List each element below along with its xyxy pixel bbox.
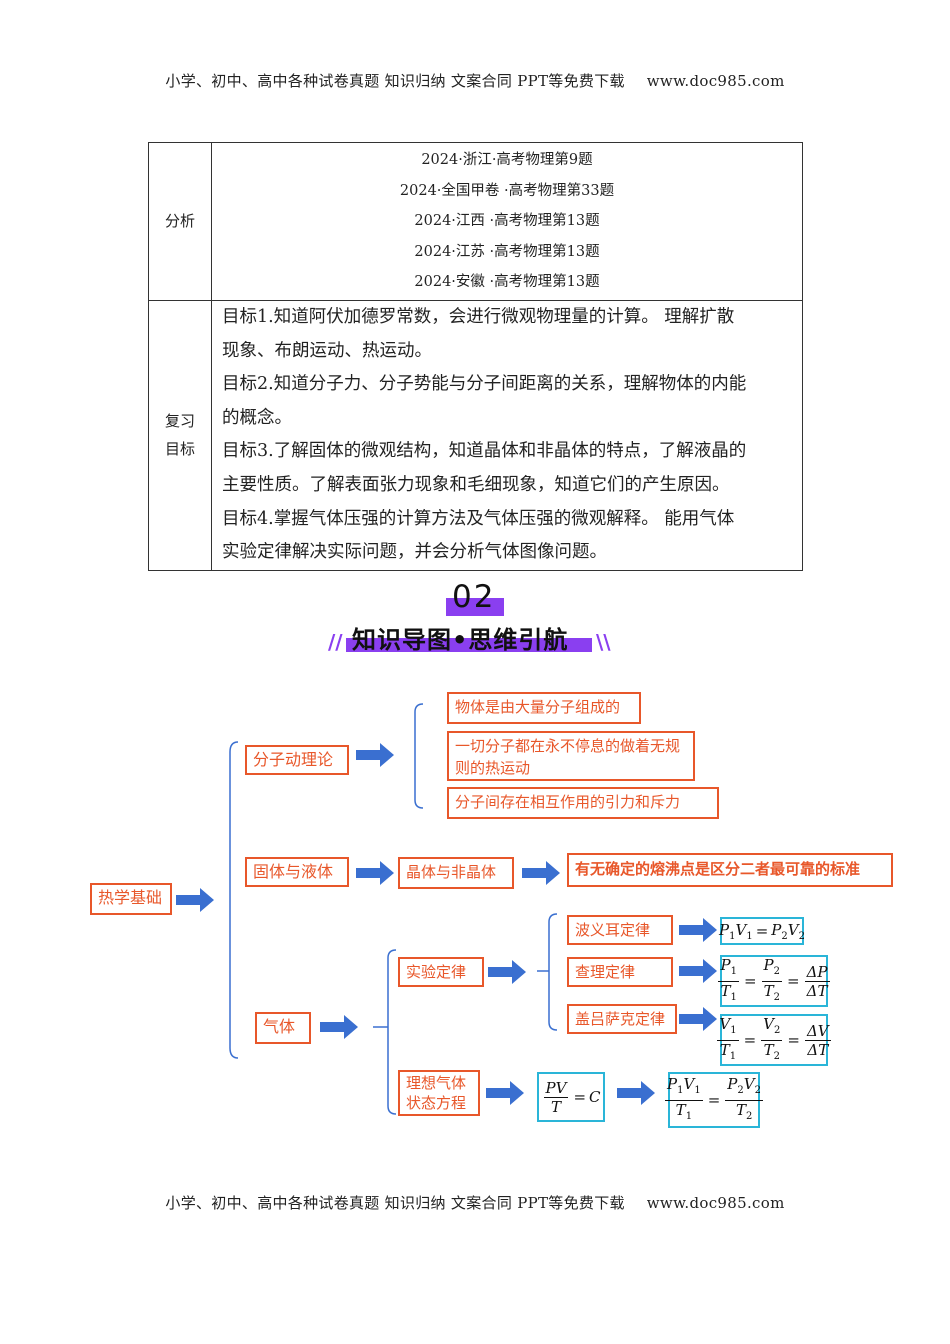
header-site[interactable]: www.doc985.com <box>646 72 785 90</box>
review-label-line: 目标 <box>164 440 195 459</box>
arrow-icon <box>176 888 214 912</box>
node-kinetic-item-1: 物体是由大量分子组成的 <box>447 692 641 724</box>
section-number: 02 <box>452 579 496 615</box>
arrow-icon <box>488 960 526 984</box>
source-item: 2024·江西 ·高考物理第13题 <box>414 213 600 230</box>
gas-bracket <box>387 949 397 1115</box>
ideal-gas-line: 状态方程 <box>406 1094 467 1112</box>
goal-line: 主要性质。了解表面张力现象和毛细现象，知道它们的产生原因。 <box>222 474 730 495</box>
law-bracket <box>548 913 558 1031</box>
arrow-icon <box>522 861 560 885</box>
goal-line: 实验定律解决实际问题，并会分析气体图像问题。 <box>222 542 607 563</box>
node-charles-law: 查理定律 <box>567 957 673 987</box>
arrow-icon <box>679 959 717 983</box>
analysis-sources: 2024·浙江·高考物理第9题 2024·全国甲卷 ·高考物理第33题 2024… <box>211 142 803 301</box>
goal-line: 现象、布朗运动、热运动。 <box>222 340 432 361</box>
review-table: 分析 2024·浙江·高考物理第9题 2024·全国甲卷 ·高考物理第33题 2… <box>148 142 803 571</box>
node-thermal-basics: 热学基础 <box>90 883 172 915</box>
footer-site[interactable]: www.doc985.com <box>646 1194 785 1212</box>
decor-slash-left: // <box>328 630 343 654</box>
page-header: 小学、初中、高中各种试卷真题 知识归纳 文案合同 PPT等免费下载 www.doc… <box>0 70 950 91</box>
node-crystal: 晶体与非晶体 <box>398 857 514 889</box>
arrow-icon <box>486 1081 524 1105</box>
ideal-gas-line: 理想气体 <box>406 1074 467 1092</box>
node-crystal-note: 有无确定的熔沸点是区分二者最可靠的标准 <box>567 853 893 887</box>
review-label: 复习 目标 <box>148 299 212 571</box>
source-item: 2024·安徽 ·高考物理第13题 <box>414 274 600 291</box>
source-item: 2024·江苏 ·高考物理第13题 <box>414 243 600 260</box>
goal-line: 目标1.知道阿伏加德罗常数，会进行微观物理量的计算。 理解扩散 <box>222 306 735 327</box>
arrow-icon <box>356 861 394 885</box>
arrow-icon <box>679 918 717 942</box>
main-bracket <box>229 741 239 1059</box>
section-title: 知识导图•思维引航 <box>352 626 569 654</box>
formula-boyle: P1V1=P2V2 <box>719 917 805 945</box>
node-gas: 气体 <box>255 1012 311 1044</box>
node-experimental-laws: 实验定律 <box>398 957 484 987</box>
node-kinetic-item-2: 一切分子都在永不停息的做着无规则的热运动 <box>447 731 695 781</box>
node-boyle-law: 波义耳定律 <box>567 915 673 945</box>
goal-line: 目标3.了解固体的微观结构，知道晶体和非晶体的特点，了解液晶的 <box>222 441 747 462</box>
node-solid-liquid: 固体与液体 <box>245 857 349 887</box>
arrow-icon <box>320 1015 358 1039</box>
analysis-label: 分析 <box>148 142 212 301</box>
arrow-icon <box>356 743 394 767</box>
analysis-row: 分析 2024·浙江·高考物理第9题 2024·全国甲卷 ·高考物理第33题 2… <box>148 142 803 301</box>
node-kinetic-item-3: 分子间存在相互作用的引力和斥力 <box>447 787 719 819</box>
arrow-icon <box>679 1007 717 1031</box>
node-gay-lussac-law: 盖吕萨克定律 <box>567 1004 677 1034</box>
node-ideal-gas: 理想气体 状态方程 <box>398 1070 480 1116</box>
decor-slash-right: \\ <box>596 630 611 654</box>
kinetic-bracket <box>414 703 424 809</box>
source-item: 2024·全国甲卷 ·高考物理第33题 <box>399 182 615 199</box>
footer-text: 小学、初中、高中各种试卷真题 知识归纳 文案合同 PPT等免费下载 <box>165 1194 625 1212</box>
review-goals: 目标1.知道阿伏加德罗常数，会进行微观物理量的计算。 理解扩散 现象、布朗运动、… <box>211 299 803 571</box>
goal-line: 目标2.知道分子力、分子势能与分子间距离的关系，理解物体的内能 <box>222 374 747 395</box>
node-kinetic-theory: 分子动理论 <box>245 745 349 775</box>
page-footer: 小学、初中、高中各种试卷真题 知识归纳 文案合同 PPT等免费下载 www.doc… <box>0 1192 950 1213</box>
arrow-icon <box>617 1081 655 1105</box>
header-text: 小学、初中、高中各种试卷真题 知识归纳 文案合同 PPT等免费下载 <box>165 72 625 90</box>
number-highlight <box>446 598 504 616</box>
source-item: 2024·浙江·高考物理第9题 <box>421 152 593 168</box>
arrows <box>176 743 717 1105</box>
review-label-line: 复习 <box>164 412 195 431</box>
title-highlight <box>346 638 592 652</box>
goal-line: 的概念。 <box>222 407 292 428</box>
review-row: 复习 目标 目标1.知道阿伏加德罗常数，会进行微观物理量的计算。 理解扩散 现象… <box>148 299 803 571</box>
goal-line: 目标4.掌握气体压强的计算方法及气体压强的微观解释。 能用气体 <box>222 508 735 529</box>
